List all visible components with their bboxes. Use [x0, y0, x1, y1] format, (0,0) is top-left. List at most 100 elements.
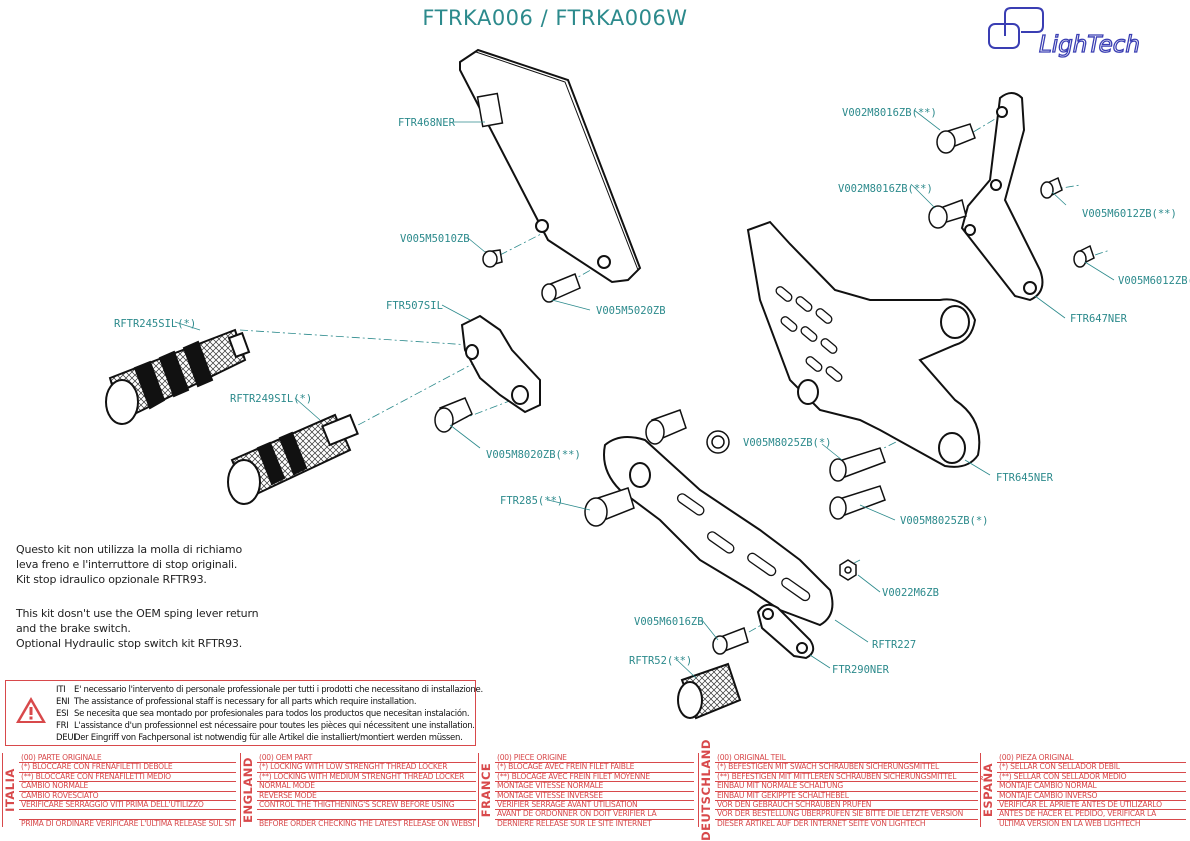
legend-line: (**) BLOCAGE AVEC FREIN FILET MOYENNE: [495, 773, 694, 783]
lever-arm: [603, 435, 834, 627]
label-ftr468ner: FTR468NER: [398, 117, 456, 129]
screw-v005m8025zb-a: [829, 447, 886, 482]
legend-line: MONTAGE VITESSE INVERSEE: [495, 792, 694, 801]
label-v005m6012zb-upper: V005M6012ZB(**): [1082, 208, 1177, 220]
warning-text: The assistance of professional staff is …: [74, 697, 417, 707]
note-english: This kit dosn't use the OEM sping lever …: [16, 606, 259, 651]
assembly-centerlines: [239, 109, 1111, 641]
screw-v005m8025zb-b: [829, 485, 886, 520]
legend-line: AVANT DE ORDONNER ON DOIT VÉRIFIER LA: [495, 810, 694, 820]
legend-line: PRIMA DI ORDINARE VERIFICARE L'ULTIMA RE…: [21, 819, 236, 828]
screw-v002m8016zb-lower: [928, 199, 967, 229]
label-ftr645ner: FTR645NER: [996, 472, 1054, 484]
legend-line: NORMAL MODE: [257, 782, 476, 792]
link-lever-ftr290ner: [756, 603, 815, 660]
bushing-ftr285: [584, 487, 635, 527]
legend-language-name: DEUTSCHLAND: [699, 739, 713, 841]
warning-text: L'assistance d'un professionnel est néce…: [74, 721, 475, 731]
legend-line: (00) PIEZA ORIGINAL: [997, 754, 1186, 764]
rear-set-main-plate: [746, 220, 981, 468]
legend-line: MONTAGE VITESSE NORMALE: [495, 782, 694, 792]
label-v0022m6zb: V0022M6ZB: [882, 587, 939, 599]
legend-line: (**) LOCKING WITH MEDIUM STRENGHT THREAD…: [257, 773, 476, 783]
legend-language-name: ENGLAND: [241, 757, 255, 823]
legend-line: DIESER ARTIKEL AUF DER INTERNET SEITE VO…: [717, 819, 926, 828]
label-rftr52: RFTR52(**): [629, 655, 692, 667]
screw-v005m5020zb: [541, 273, 581, 303]
legend-line: VERIFIER SERRAGE AVANT UTILISATION: [495, 801, 694, 811]
legend-france: FRANCE (00) PIECE ORIGINE (*) BLOCAGE AV…: [478, 753, 694, 828]
foot-peg-rftr245sil: [105, 328, 251, 425]
label-v005m5010zb: V005M5010ZB: [400, 233, 470, 245]
legend-line: [19, 810, 236, 820]
legend-england: ENGLAND (00) OEM PART (*) LOCKING WITH L…: [240, 753, 476, 828]
foot-peg-rftr249sil: [227, 413, 359, 505]
legend-language-name: ITALIA: [3, 768, 17, 812]
legend-italia: ITALIA (00) PARTE ORIGINALE (*) BLOCCARE…: [2, 753, 236, 828]
legend-deutschland: DEUTSCHLAND (00) ORIGINAL TEIL (*) BEFES…: [698, 739, 978, 841]
warning-line: DEUIDer Eingriff von Fachpersonal ist no…: [56, 733, 463, 743]
label-rftr227: RFTR227: [872, 639, 916, 651]
legend-line: (*) BLOCAGE AVEC FREIN FILET FAIBLE: [495, 763, 694, 773]
note-en-line: Optional Hydraulic stop switch kit RFTR9…: [16, 637, 242, 650]
lightech-logo: LighTech: [988, 7, 1141, 58]
legend-line: ULTIMA VERSION EN LA WEB LIGHTECH: [999, 819, 1141, 828]
legend-line: (00) ORIGINAL TEIL: [715, 754, 978, 764]
label-ftr285: FTR285(**): [500, 495, 563, 507]
note-italian: Questo kit non utilizza la molla di rich…: [16, 542, 242, 587]
nut-v0022m6zb: [839, 559, 857, 581]
label-rftr245sil: RFTR245SIL(*): [114, 318, 196, 330]
screw-v005m6012zb-lower: [1073, 244, 1095, 268]
legend-line: VOR DER BESTELLUNG ÜBERPRÜFEN SIE BITTE …: [715, 810, 978, 820]
legend-line: (**) BLOCCARE CON FRENAFILETTI MEDIO: [19, 773, 236, 783]
warning-line: ITI E' necessario l'intervento di persona…: [56, 685, 483, 695]
label-v005m6012zb-lower: V005M6012ZB(*): [1118, 275, 1190, 287]
legend-line: EINBAU MIT NORMALE SCHALTUNG: [715, 782, 978, 792]
screw-v005m8020zb: [434, 397, 473, 433]
label-ftr647ner: FTR647NER: [1070, 313, 1128, 325]
legend-espana: ESPAÑA (00) PIEZA ORIGINAL (*) SELLAR CO…: [980, 753, 1186, 828]
warning-text: Der Eingriff von Fachpersonal ist notwen…: [74, 733, 463, 743]
heel-guard-plate: [459, 48, 642, 284]
installation-warning-box: ITI E' necessario l'intervento di persona…: [5, 680, 483, 746]
warning-lang-code: ESI: [56, 709, 69, 719]
rear-set-upper-bracket: [960, 92, 1044, 302]
legend-line: (*) LOCKING WITH LOW STRENGHT THREAD LOC…: [257, 763, 476, 773]
screw-v002m8016zb-upper: [936, 123, 976, 154]
legend-line: (00) OEM PART: [257, 754, 476, 764]
legend-line: CAMBIO NORMALE: [19, 782, 236, 792]
legend-line: DERNIÈRE RELEASE SUR LE SITE INTERNET: [497, 819, 652, 828]
label-v002m8016zb-lower: V002M8016ZB(**): [838, 183, 933, 195]
legend-line: (**) BEFESTIGEN MIT MITTLEREN SCHRAUBEN …: [715, 773, 978, 783]
drawing-title: FTRKA006 / FTRKA006W: [422, 6, 688, 30]
brand-wordmark: LighTech: [1039, 32, 1140, 58]
label-v005m8025zb-b: V005M8025ZB(*): [900, 515, 989, 527]
gear-peg-rftr52: [677, 662, 742, 720]
warning-text: E' necessario l'intervento di personale …: [74, 685, 483, 695]
screw-v005m6012zb-upper: [1040, 176, 1063, 199]
warning-lang-code: ITI: [56, 685, 66, 695]
legend-line: (*) SELLAR CON SELLADOR DEBIL: [997, 763, 1186, 773]
label-v005m8020zb: V005M8020ZB(**): [486, 449, 581, 461]
warning-lang-code: DEUI: [56, 733, 76, 743]
legend-line: ANTES DE HACER EL PEDIDO, VERIFICAR LA: [997, 810, 1186, 820]
note-it-line: leva freno e l'interruttore di stop orig…: [16, 558, 238, 571]
legend-language-name: ESPAÑA: [981, 763, 995, 817]
pivot-bolt-top: [645, 409, 730, 454]
label-v005m6016zb: V005M6016ZB: [634, 616, 704, 628]
leader-lines: [174, 109, 1115, 679]
note-it-line: Questo kit non utilizza la molla di rich…: [16, 543, 242, 556]
legend-line: VOR DEN GEBRAUCH SCHRAUBEN PRÜFEN: [715, 801, 978, 811]
legend-language-name: FRANCE: [479, 762, 493, 818]
label-v005m8025zb-a: V005M8025ZB(*): [743, 437, 832, 449]
label-rftr249sil: RFTR249SIL(*): [230, 393, 312, 405]
legend-line: VERIFICAR EL APRIETE ANTES DE UTILIZARLO: [997, 801, 1186, 811]
legend-line: (*) BEFESTIGEN MIT SWACH SCHRAUBEN SICHE…: [715, 763, 978, 773]
legend-line: MONTAJE CAMBIO INVERSO: [997, 792, 1186, 801]
legend-line: VERIFICARE SERRAGGIO VITI PRIMA DELL'UTI…: [19, 801, 236, 811]
legend-line: CAMBIO ROVESCIATO: [19, 792, 236, 801]
